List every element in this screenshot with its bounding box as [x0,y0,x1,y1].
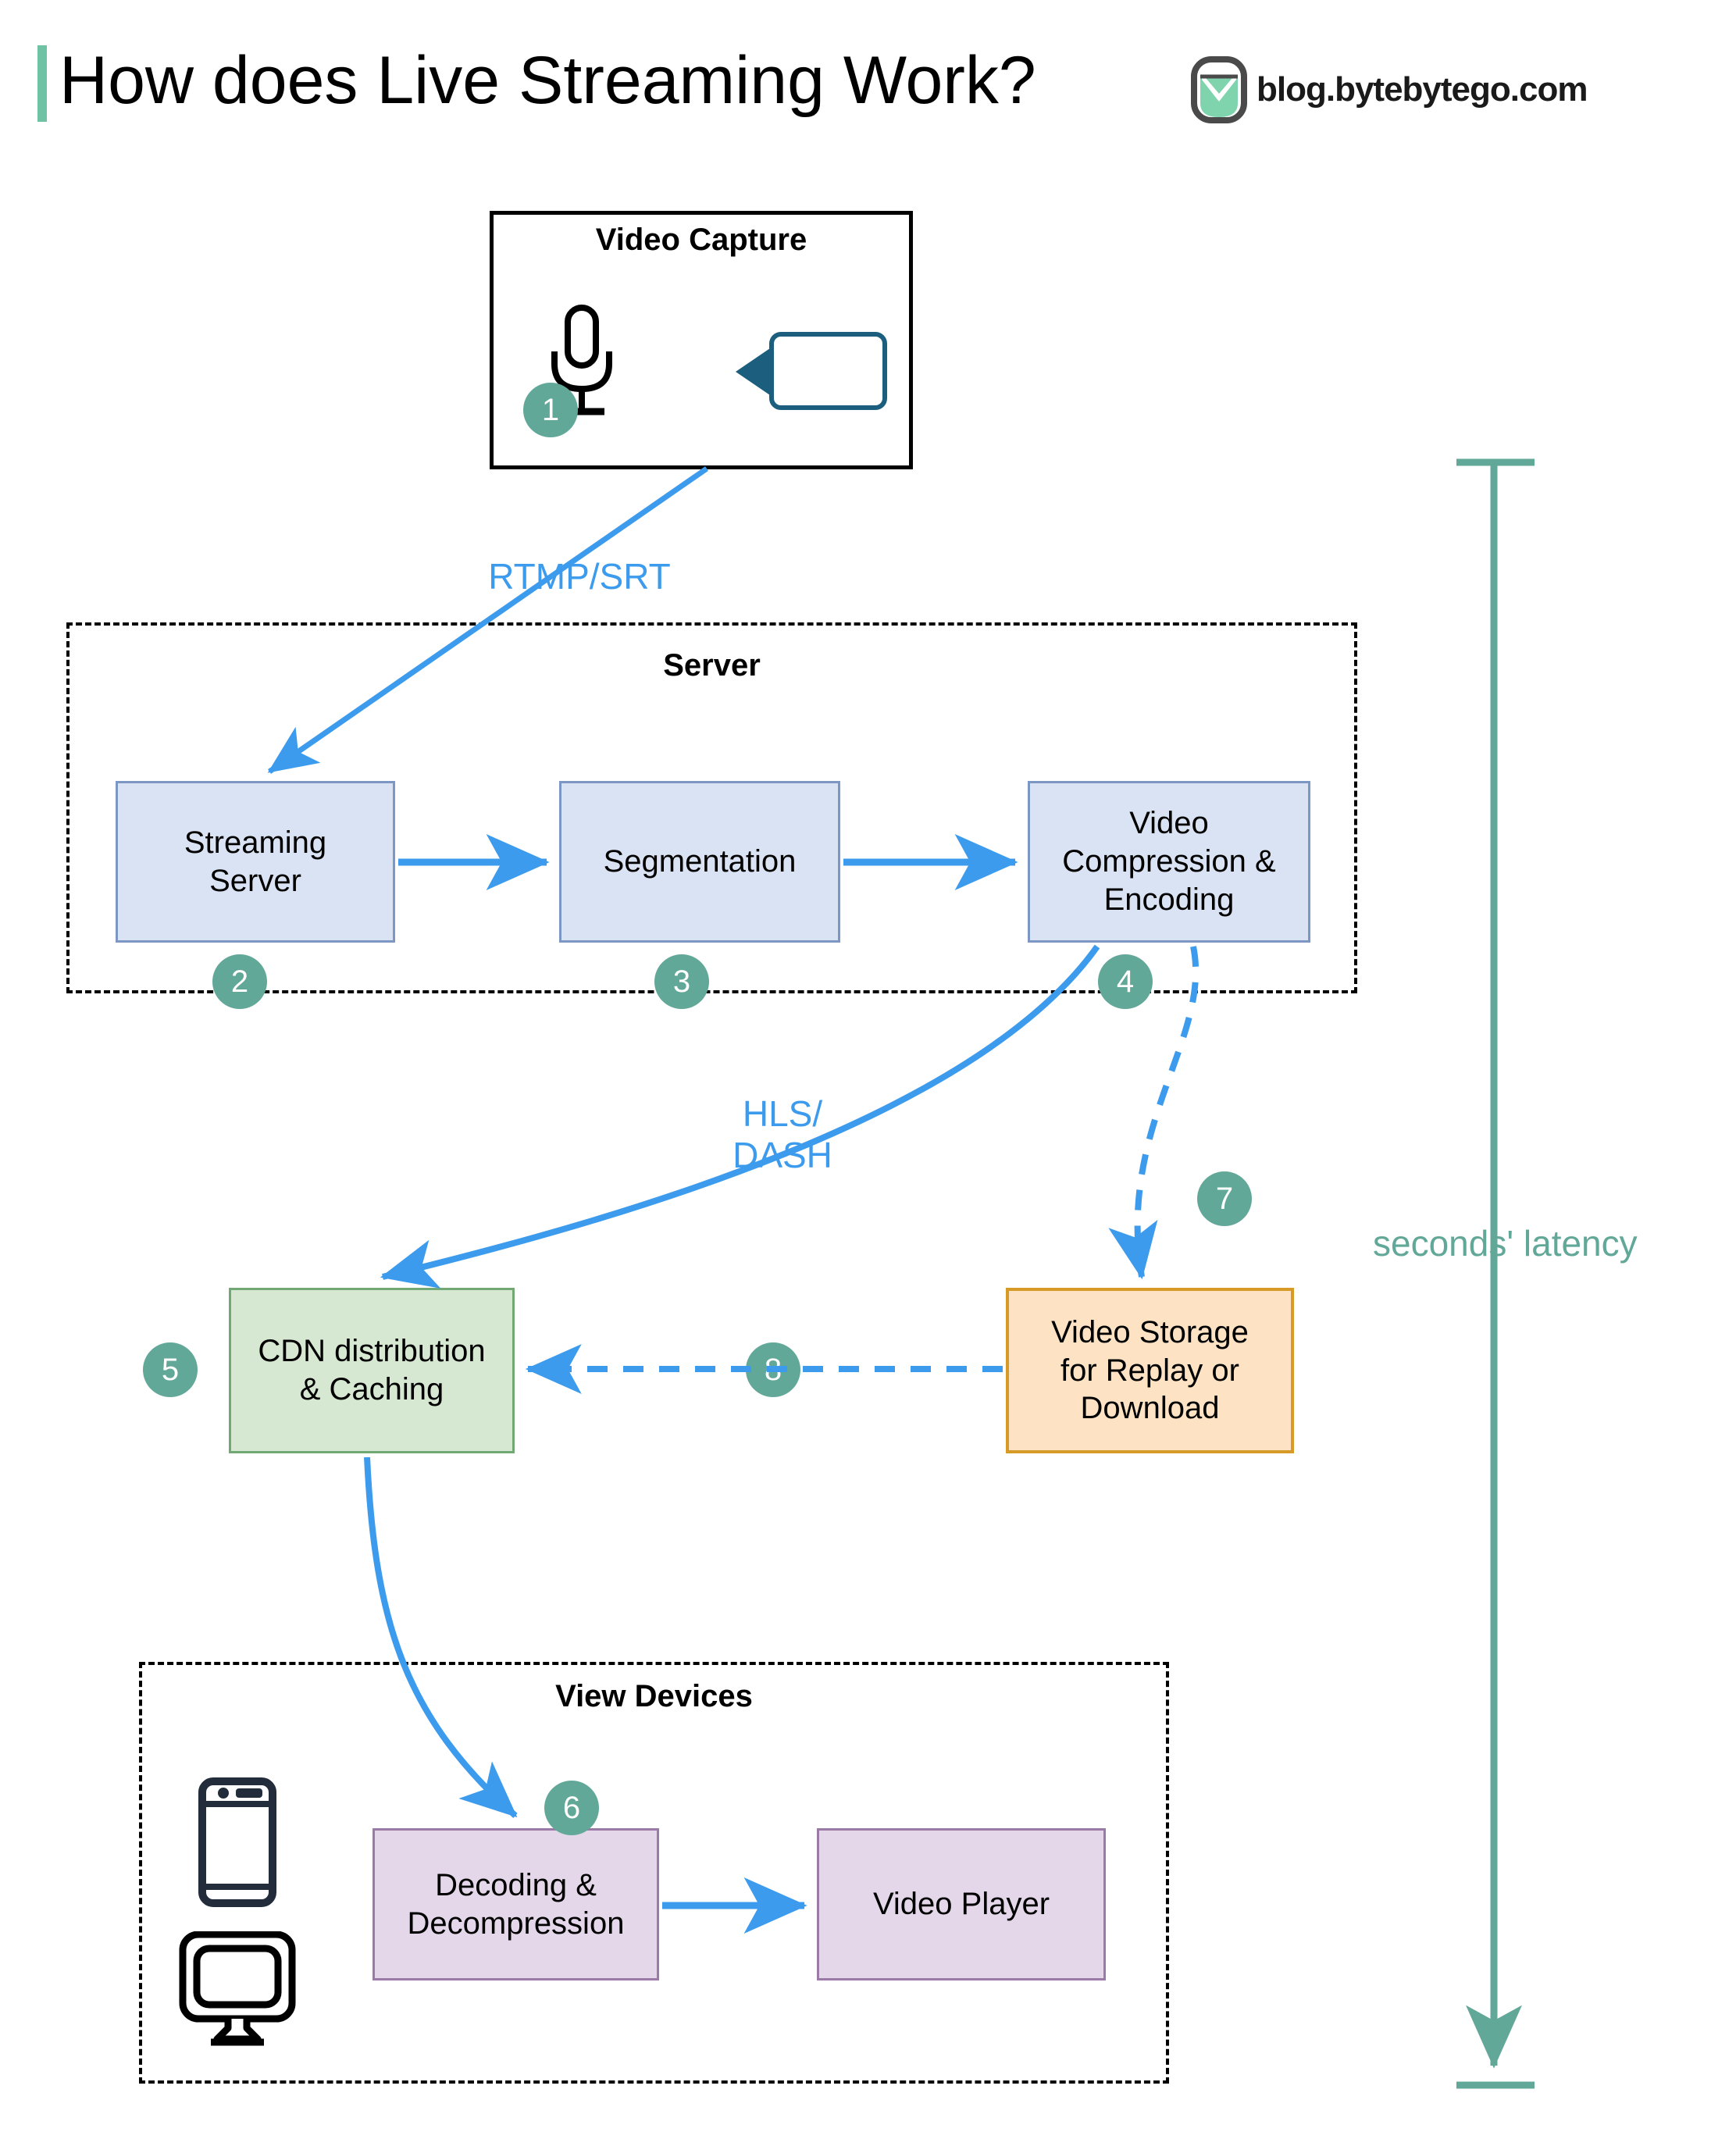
node-streaming-server[interactable]: Streaming Server [116,781,395,943]
latency-annotation: seconds' latency [1373,1223,1638,1264]
edge-label-rtmp-srt: RTMP/SRT [488,556,671,597]
brand-text: blog.bytebytego.com [1257,70,1588,109]
desktop-monitor-icon [179,1931,296,2046]
step-circle-5: 5 [143,1342,198,1397]
step-circle-4: 4 [1098,954,1153,1009]
step-circle-7: 7 [1197,1171,1252,1226]
view-devices-label: View Devices [555,1679,753,1713]
view-devices-group [139,1662,1169,2084]
server-group-label: Server [663,648,761,683]
page-title: How does Live Streaming Work? [59,43,1036,118]
bytebytego-logo-icon [1191,56,1247,123]
node-video-storage[interactable]: Video Storage for Replay or Download [1006,1288,1294,1453]
microphone-icon [551,305,612,415]
step-circle-6: 6 [544,1781,599,1835]
node-video-compression[interactable]: Video Compression & Encoding [1028,781,1310,943]
step-circle-1: 1 [523,383,578,437]
step-circle-8: 8 [746,1342,800,1397]
node-segmentation[interactable]: Segmentation [559,781,840,943]
edge-label-hls-dash: HLS/ DASH [733,1093,832,1175]
video-capture-label: Video Capture [595,223,807,257]
node-cdn[interactable]: CDN distribution & Caching [229,1288,515,1453]
node-decoding[interactable]: Decoding & Decompression [373,1828,659,1980]
brand: blog.bytebytego.com [1191,56,1588,123]
node-video-player[interactable]: Video Player [817,1828,1106,1980]
step-circle-3: 3 [654,954,709,1009]
camcorder-icon [736,332,887,410]
title-accent-bar [37,45,47,122]
step-circle-2: 2 [212,954,267,1009]
smartphone-icon [198,1777,276,1907]
